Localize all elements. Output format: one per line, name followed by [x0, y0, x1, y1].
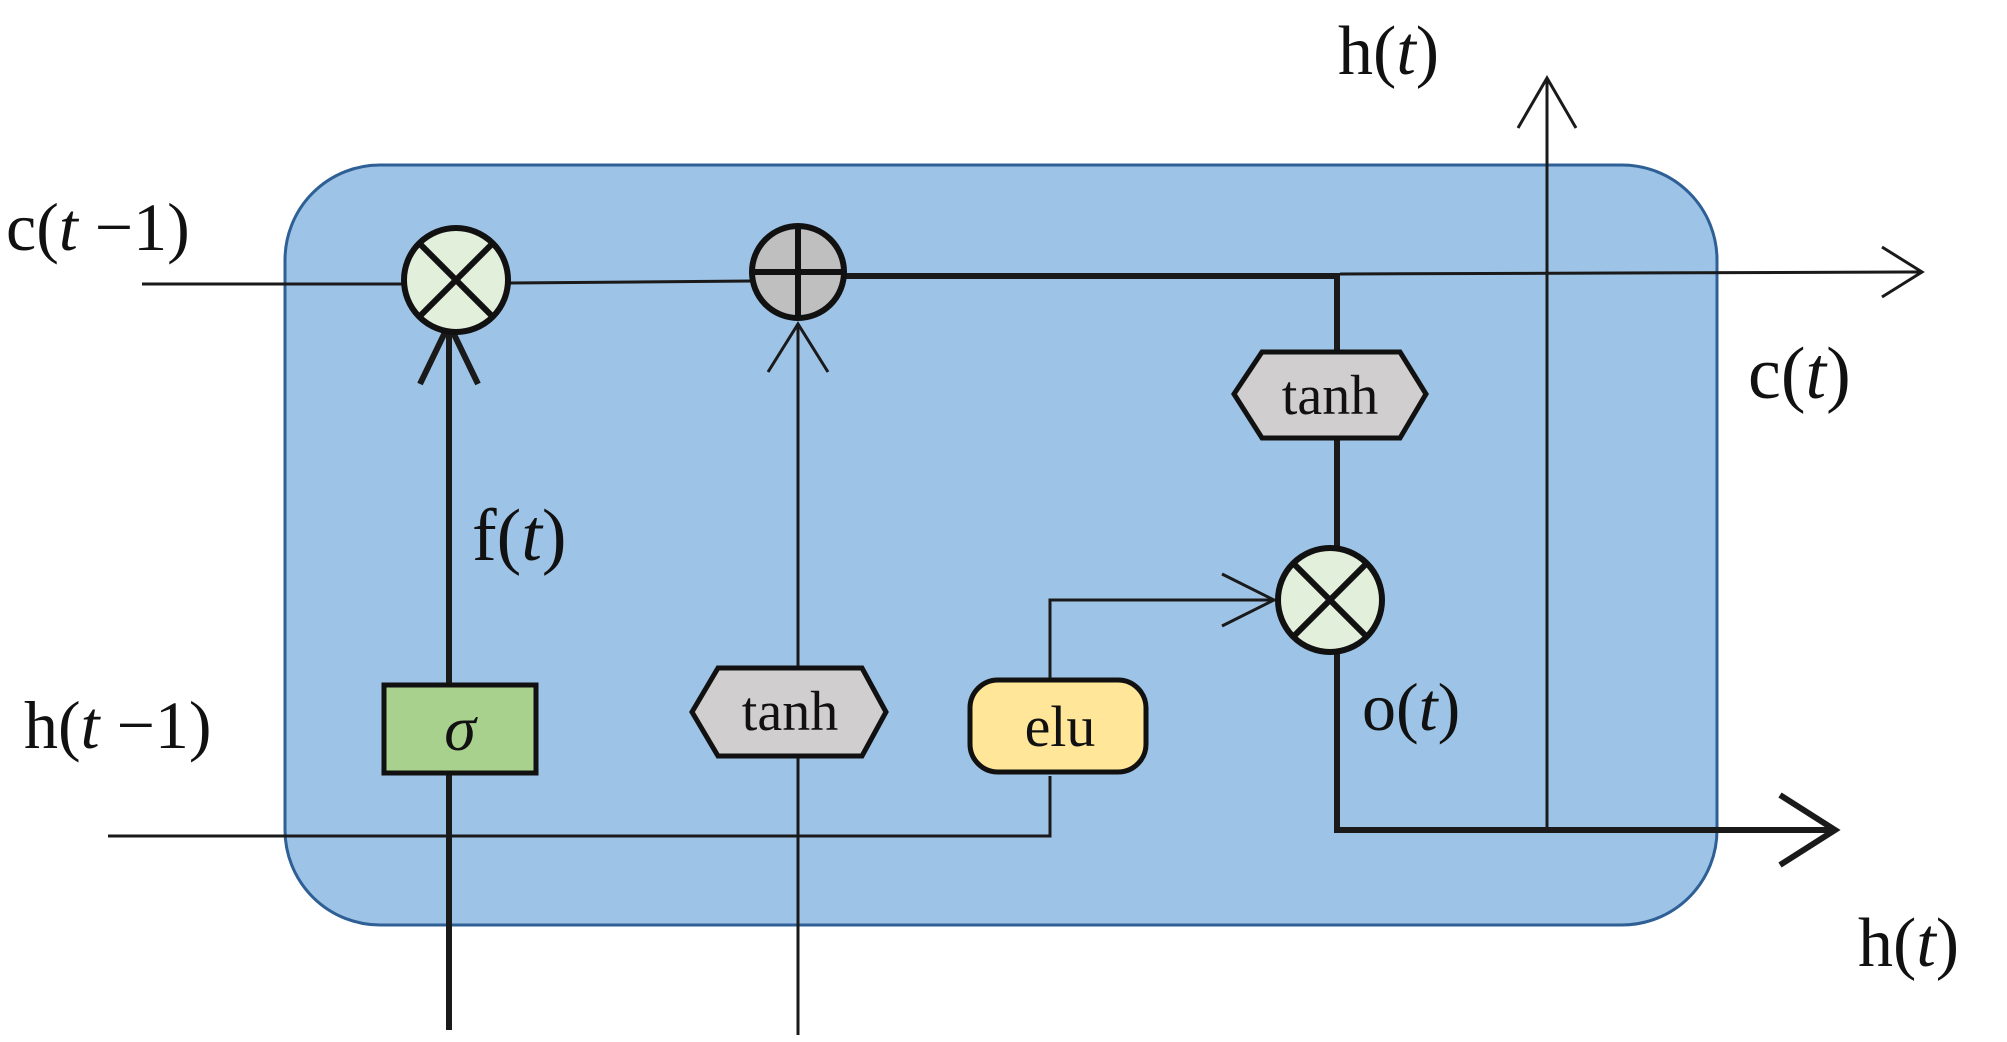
forget-gate-label: f(t) — [472, 495, 567, 577]
cell-state-to-tanh-line — [843, 273, 1340, 360]
c-prev-label: c(t −1) — [6, 189, 190, 265]
sigma-block: σ — [381, 682, 539, 776]
output-multiply-icon — [1275, 545, 1385, 655]
hidden-output-arrowhead — [1778, 792, 1841, 868]
thin-lines — [108, 75, 1925, 1035]
forget-multiply-icon — [401, 225, 511, 335]
tanh-input-label: tanh — [742, 681, 838, 743]
tanh-cell-label: tanh — [1282, 365, 1378, 427]
tanh-input-block: tanh — [689, 665, 889, 759]
cell-state-mid-line — [509, 279, 753, 285]
elu-to-output-line — [1048, 598, 1274, 680]
hidden-output-up-arrowhead — [1516, 75, 1578, 129]
add-icon — [749, 223, 847, 321]
h-prev-label: h(t −1) — [24, 687, 212, 763]
elu-label: elu — [1025, 694, 1096, 759]
output-gate-label: o(t) — [1362, 669, 1460, 745]
elu-arrowhead — [1221, 572, 1278, 628]
hidden-output-line — [1334, 652, 1835, 833]
cell-state-output-line — [1339, 270, 1921, 276]
hidden-output-bottom-label: h(t) — [1858, 905, 1959, 982]
thick-lines — [417, 273, 1841, 1030]
hidden-input-line — [108, 776, 1052, 838]
candidate-arrowhead — [766, 321, 830, 373]
tanh-cell-block: tanh — [1231, 349, 1429, 441]
elu-block: elu — [967, 677, 1149, 775]
sigma-label: σ — [444, 693, 478, 764]
cell-state-arrowhead — [1881, 245, 1925, 299]
hidden-output-top-label: h(t) — [1338, 13, 1439, 90]
cell-state-output-label: c(t) — [1748, 333, 1851, 415]
